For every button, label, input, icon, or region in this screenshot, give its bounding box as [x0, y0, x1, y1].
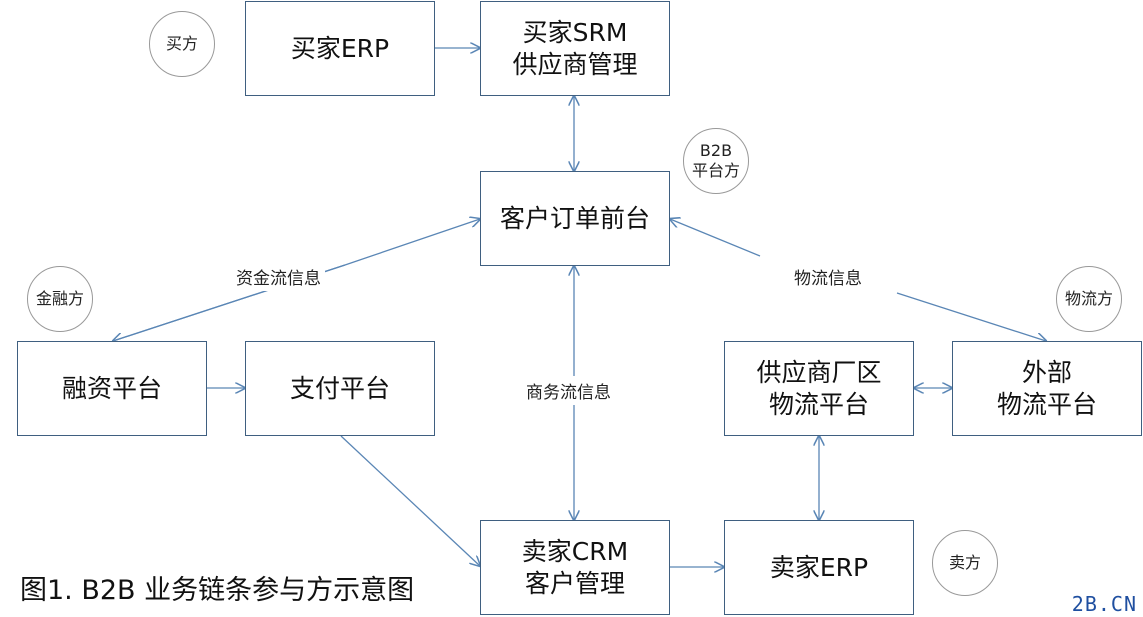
node-buyer-srm: 买家SRM 供应商管理 [480, 1, 670, 96]
node-finance-platform-label: 融资平台 [61, 373, 162, 403]
edge-logistics-flow-a [670, 219, 761, 257]
node-external-logistics-line2: 物流平台 [996, 389, 1097, 419]
node-payment-platform: 支付平台 [245, 341, 435, 436]
role-buyer-label: 买方 [165, 34, 198, 53]
node-supplier-logistics-line1: 供应商厂区 [756, 357, 882, 387]
node-supplier-logistics: 供应商厂区 物流平台 [724, 341, 914, 436]
edge-logistics-flow-b [896, 292, 1046, 341]
node-order-front-label: 客户订单前台 [499, 203, 650, 233]
node-seller-erp-label: 卖家ERP [769, 552, 869, 582]
flow-label-capital: 资金流信息 [232, 262, 325, 291]
node-supplier-logistics-line2: 物流平台 [768, 389, 869, 419]
node-external-logistics-line1: 外部 [1021, 357, 1072, 387]
role-buyer: 买方 [149, 11, 215, 77]
flow-label-logistics: 物流信息 [790, 262, 866, 291]
role-b2b-line2: 平台方 [691, 161, 740, 180]
role-finance-label: 金融方 [35, 289, 84, 308]
figure-caption: 图1. B2B 业务链条参与方示意图 [20, 575, 415, 606]
node-payment-platform-label: 支付平台 [289, 373, 390, 403]
edge-payment-to-crm [340, 435, 480, 566]
node-buyer-erp: 买家ERP [245, 1, 435, 96]
brand-watermark: 2B.CN [1071, 592, 1137, 616]
node-finance-platform: 融资平台 [17, 341, 207, 436]
node-seller-erp: 卖家ERP [724, 520, 914, 615]
flow-label-business: 商务流信息 [522, 376, 615, 405]
node-order-front: 客户订单前台 [480, 171, 670, 266]
role-logistics-label: 物流方 [1064, 289, 1113, 308]
node-buyer-srm-line2: 供应商管理 [512, 49, 638, 79]
node-buyer-erp-label: 买家ERP [290, 33, 390, 63]
role-finance: 金融方 [27, 266, 93, 332]
role-b2b-line1: B2B [699, 141, 733, 160]
node-seller-crm: 卖家CRM 客户管理 [480, 520, 670, 615]
node-seller-crm-line1: 卖家CRM [521, 536, 629, 566]
node-buyer-srm-line1: 买家SRM [522, 17, 628, 47]
role-b2b-platform: B2B 平台方 [683, 128, 749, 194]
role-logistics: 物流方 [1056, 266, 1122, 332]
role-seller: 卖方 [932, 530, 998, 596]
node-external-logistics: 外部 物流平台 [952, 341, 1142, 436]
role-seller-label: 卖方 [948, 553, 981, 572]
node-seller-crm-line2: 客户管理 [524, 568, 625, 598]
